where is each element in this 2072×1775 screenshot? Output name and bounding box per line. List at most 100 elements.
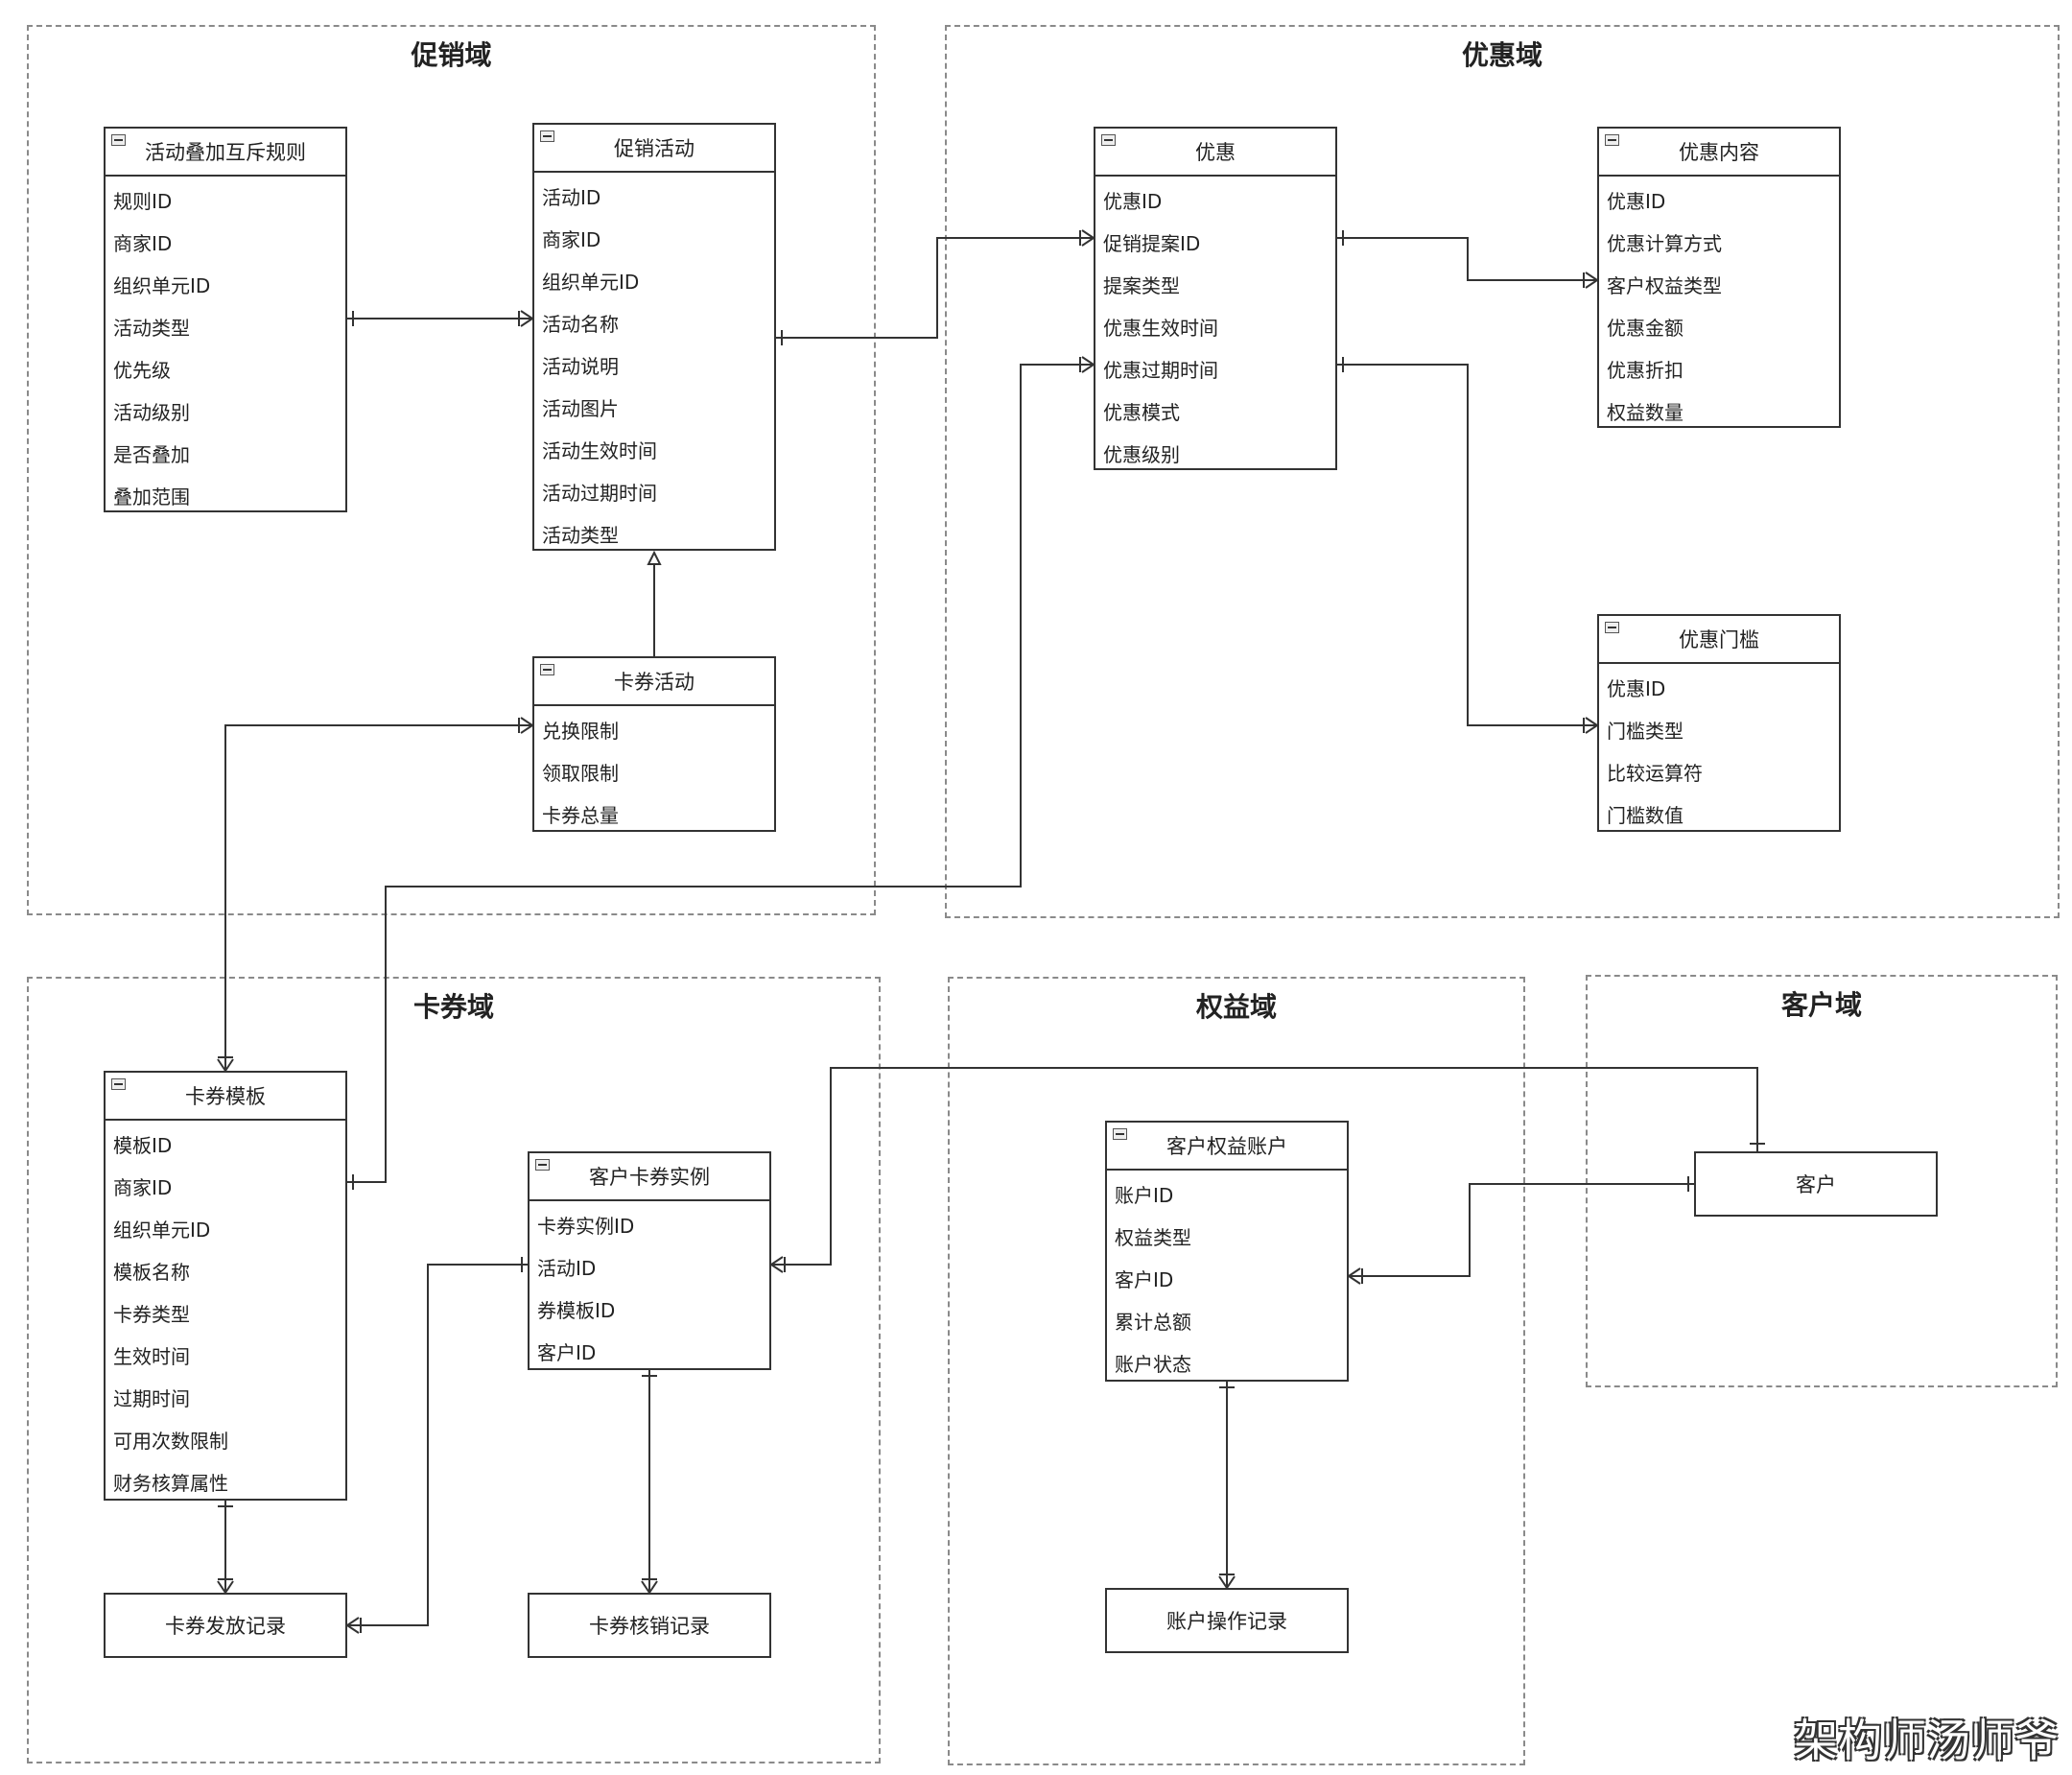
field: 提案类型	[1103, 274, 1180, 297]
crowfoot-marker	[346, 1617, 362, 1634]
field: 是否叠加	[113, 443, 190, 466]
field: 活动ID	[542, 186, 601, 209]
field-list: 优惠ID 促销提案ID 提案类型 优惠生效时间 优惠过期时间 优惠模式 优惠级别	[1095, 177, 1335, 476]
entity-header: 活动叠加互斥规则	[106, 129, 345, 177]
minimize-icon[interactable]	[111, 1078, 126, 1090]
field: 过期时间	[113, 1387, 190, 1410]
field: 卡券类型	[113, 1303, 190, 1326]
field: 优惠过期时间	[1103, 359, 1218, 382]
minimize-icon[interactable]	[1101, 134, 1116, 146]
field: 活动名称	[542, 313, 619, 336]
entity-title: 客户权益账户	[1166, 1135, 1287, 1158]
field: 券模板ID	[537, 1299, 616, 1322]
entity-header: 优惠	[1095, 129, 1335, 177]
field: 可用次数限制	[113, 1430, 228, 1453]
field: 门槛数值	[1607, 804, 1684, 827]
field: 卡券实例ID	[537, 1215, 635, 1238]
field: 优惠计算方式	[1607, 232, 1722, 255]
field: 商家ID	[113, 232, 173, 255]
field: 活动类型	[542, 524, 619, 547]
domain-title: 卡券域	[412, 991, 494, 1023]
field: 活动图片	[542, 397, 619, 420]
field: 客户ID	[537, 1341, 597, 1364]
entity-title: 客户卡券实例	[589, 1166, 710, 1189]
field-list: 规则ID 商家ID 组织单元ID 活动类型 优先级 活动级别 是否叠加 叠加范围	[106, 177, 345, 518]
crowfoot-marker	[518, 310, 533, 327]
entity-customer-coupon[interactable]: 客户卡券实例 卡券实例ID 活动ID 券模板ID 客户ID	[528, 1151, 771, 1370]
entity-rights-account[interactable]: 客户权益账户 账户ID 权益类型 客户ID 累计总额 账户状态	[1105, 1121, 1349, 1382]
watermark: 架构师汤师爷	[1794, 1715, 2059, 1766]
field: 商家ID	[113, 1176, 173, 1199]
domain-discount: 优惠域	[945, 25, 2060, 918]
entity-title: 促销活动	[614, 137, 695, 160]
field: 优先级	[113, 359, 171, 382]
domain-title: 权益域	[1195, 991, 1277, 1023]
field: 优惠ID	[1103, 190, 1163, 213]
field: 账户状态	[1115, 1353, 1191, 1376]
field: 财务核算属性	[113, 1472, 228, 1495]
entity-redeem-record[interactable]: 卡券核销记录	[528, 1593, 771, 1658]
relation-line	[771, 1067, 1758, 1266]
field-list: 账户ID 权益类型 客户ID 累计总额 账户状态	[1107, 1171, 1347, 1385]
field-list: 卡券实例ID 活动ID 券模板ID 客户ID	[530, 1201, 769, 1374]
entity-header: 促销活动	[534, 125, 774, 173]
crowfoot-marker	[217, 1056, 234, 1072]
domain-customer: 客户域	[1586, 975, 2058, 1387]
entity-account-log[interactable]: 账户操作记录	[1105, 1588, 1349, 1653]
entity-coupon-activity[interactable]: 卡券活动 兑换限制 领取限制 卡券总量	[532, 656, 776, 832]
field: 累计总额	[1115, 1311, 1191, 1334]
entity-issue-record[interactable]: 卡券发放记录	[104, 1593, 347, 1658]
entity-title: 活动叠加互斥规则	[145, 141, 306, 164]
field: 组织单元ID	[542, 271, 640, 294]
field: 规则ID	[113, 190, 173, 213]
entity-discount[interactable]: 优惠 优惠ID 促销提案ID 提案类型 优惠生效时间 优惠过期时间 优惠模式 优…	[1094, 127, 1337, 470]
field: 商家ID	[542, 228, 601, 251]
field: 优惠折扣	[1607, 359, 1684, 382]
crowfoot-marker	[1079, 229, 1095, 247]
minimize-icon[interactable]	[1605, 622, 1619, 633]
inheritance-arrow	[647, 550, 662, 565]
crowfoot-marker	[1583, 272, 1598, 289]
relation-line	[347, 364, 1094, 1183]
domain-title: 客户域	[1780, 989, 1862, 1021]
crowfoot-marker	[1079, 356, 1095, 373]
entity-header: 优惠内容	[1599, 129, 1839, 177]
entity-header: 优惠门槛	[1599, 616, 1839, 664]
entity-discount-content[interactable]: 优惠内容 优惠ID 优惠计算方式 客户权益类型 优惠金额 优惠折扣 权益数量	[1597, 127, 1841, 428]
field: 领取限制	[542, 762, 619, 785]
field: 优惠ID	[1607, 677, 1666, 700]
crowfoot-marker	[1218, 1574, 1236, 1589]
domain-title: 促销域	[411, 39, 492, 71]
entity-title: 优惠门槛	[1679, 628, 1759, 651]
minimize-icon[interactable]	[535, 1159, 550, 1171]
field: 优惠金额	[1607, 317, 1684, 340]
entity-stacking-rule[interactable]: 活动叠加互斥规则 规则ID 商家ID 组织单元ID 活动类型 优先级 活动级别 …	[104, 127, 347, 512]
field: 优惠生效时间	[1103, 317, 1218, 340]
entity-customer[interactable]: 客户	[1694, 1151, 1938, 1217]
minimize-icon[interactable]	[540, 664, 554, 675]
field: 客户ID	[1115, 1268, 1174, 1291]
entity-header: 客户卡券实例	[530, 1153, 769, 1201]
entity-header: 客户权益账户	[1107, 1123, 1347, 1171]
field: 叠加范围	[113, 485, 190, 509]
field: 账户ID	[1115, 1184, 1174, 1207]
field: 权益类型	[1115, 1226, 1191, 1249]
entity-coupon-template[interactable]: 卡券模板 模板ID 商家ID 组织单元ID 模板名称 卡券类型 生效时间 过期时…	[104, 1071, 347, 1501]
minimize-icon[interactable]	[540, 130, 554, 142]
crowfoot-marker	[1348, 1267, 1363, 1285]
entity-header: 卡券活动	[534, 658, 774, 706]
field: 生效时间	[113, 1345, 190, 1368]
entity-title: 卡券发放记录	[165, 1615, 286, 1638]
minimize-icon[interactable]	[111, 134, 126, 146]
field: 卡券总量	[542, 804, 619, 827]
minimize-icon[interactable]	[1605, 134, 1619, 146]
minimize-icon[interactable]	[1113, 1128, 1127, 1140]
entity-promo-activity[interactable]: 促销活动 活动ID 商家ID 组织单元ID 活动名称 活动说明 活动图片 活动生…	[532, 123, 776, 551]
field: 活动过期时间	[542, 482, 657, 505]
relation-line	[347, 1264, 528, 1626]
field: 活动类型	[113, 317, 190, 340]
crowfoot-marker	[770, 1256, 786, 1273]
entity-title: 账户操作记录	[1166, 1610, 1287, 1633]
entity-discount-threshold[interactable]: 优惠门槛 优惠ID 门槛类型 比较运算符 门槛数值	[1597, 614, 1841, 832]
